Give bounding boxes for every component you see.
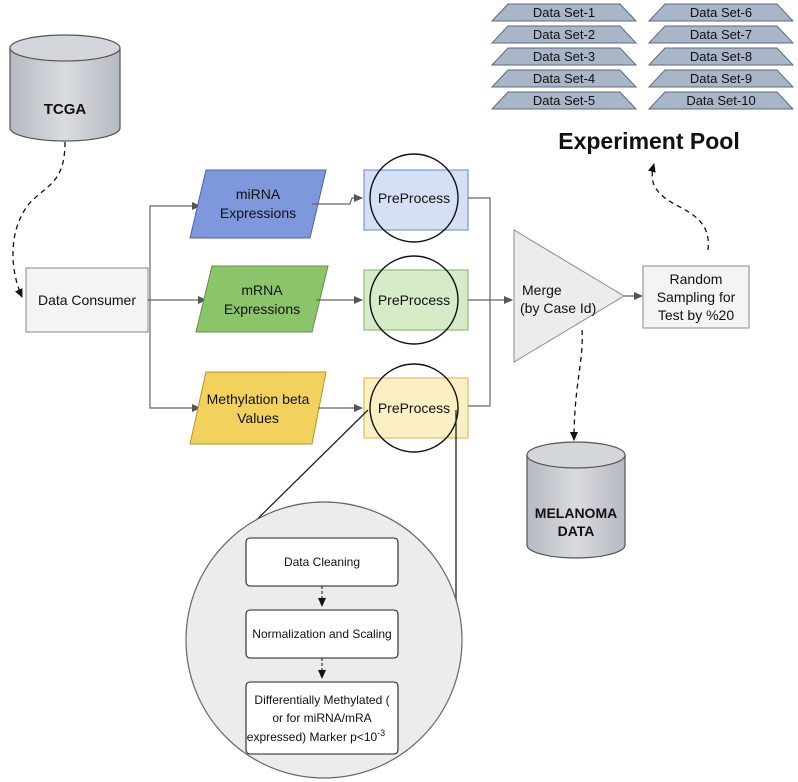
preprocess-mirna-node: PreProcess xyxy=(363,153,469,243)
merge-node: Merge (by Case Id) xyxy=(513,229,625,363)
tcga-label: TCGA xyxy=(44,101,87,118)
mirna-expressions-node: miRNA Expressions xyxy=(189,169,327,239)
preprocess-label: PreProcess xyxy=(378,400,450,416)
merge-label-line2: (by Case Id) xyxy=(520,300,596,316)
merge-to-melanoma-arrow xyxy=(570,329,583,441)
dataset-label: Data Set-1 xyxy=(533,5,595,20)
data-to-preprocess-arrows xyxy=(312,194,363,412)
dataset-label: Data Set-7 xyxy=(690,27,752,42)
consumer-branches xyxy=(148,202,207,412)
tcga-database-icon: TCGA xyxy=(9,34,121,142)
preprocess-label: PreProcess xyxy=(378,292,450,308)
tcga-to-consumer-arrow xyxy=(12,141,66,298)
mrna-label-line1: mRNA xyxy=(241,282,283,298)
step-marker-line3: expressed) Marker p<10-3 xyxy=(247,728,385,744)
dataset-label: Data Set-2 xyxy=(533,27,595,42)
dataset-right-4: Data Set-9 xyxy=(647,69,795,88)
methylation-label-line2: Values xyxy=(237,410,279,426)
step-differential-marker xyxy=(245,681,399,755)
step-data-cleaning-label: Data Cleaning xyxy=(284,555,360,569)
step-marker-line2: or for miRNA/mRA xyxy=(272,711,371,725)
dataset-label: Data Set-9 xyxy=(690,71,752,86)
methylation-values-node: Methylation beta Values xyxy=(189,371,327,445)
random-label-line2: Sampling for xyxy=(657,289,736,305)
mirna-label-line1: miRNA xyxy=(236,186,281,202)
dataset-right-5: Data Set-10 xyxy=(647,91,795,110)
methylation-label-line1: Methylation beta xyxy=(207,391,310,407)
random-label-line3: Test by %20 xyxy=(658,307,734,323)
random-sampling-node: Random Sampling for Test by %20 xyxy=(642,265,750,329)
merge-label-line1: Merge xyxy=(522,282,562,298)
dataset-right-2: Data Set-7 xyxy=(647,25,795,44)
melanoma-label-line1: MELANOMA xyxy=(535,505,617,521)
preprocess-methylation-node: PreProcess xyxy=(363,363,469,453)
dataset-left-2: Data Set-2 xyxy=(490,25,638,44)
preprocess-mrna-node: PreProcess xyxy=(363,255,469,345)
step-normalization-label: Normalization and Scaling xyxy=(252,627,391,641)
dataset-right-1: Data Set-6 xyxy=(647,3,795,22)
dataset-label: Data Set-3 xyxy=(533,49,595,64)
dataset-label: Data Set-10 xyxy=(686,93,755,108)
preprocess-to-merge-arrows xyxy=(468,197,513,407)
dataset-right-3: Data Set-8 xyxy=(647,47,795,66)
preprocess-detail: Data Cleaning Normalization and Scaling … xyxy=(185,501,463,779)
step-marker-line1: Differentially Methylated ( xyxy=(254,693,389,707)
experiment-pool-title: Experiment Pool xyxy=(558,128,739,154)
melanoma-database-icon: MELANOMA DATA xyxy=(526,441,626,559)
preprocess-label: PreProcess xyxy=(378,190,450,206)
dataset-label: Data Set-5 xyxy=(533,93,595,108)
data-consumer-node: Data Consumer xyxy=(25,267,149,333)
step-marker-exponent: -3 xyxy=(377,728,385,738)
dataset-label: Data Set-6 xyxy=(690,5,752,20)
mrna-label-line2: Expressions xyxy=(224,301,300,317)
mirna-label-line2: Expressions xyxy=(220,205,296,221)
sampling-to-pool-arrow xyxy=(647,163,709,251)
dataset-label: Data Set-8 xyxy=(690,49,752,64)
step-marker-line3-text: expressed) Marker p<10 xyxy=(247,730,378,744)
data-consumer-label: Data Consumer xyxy=(38,292,136,308)
melanoma-label-line2: DATA xyxy=(558,523,595,539)
dataset-left-4: Data Set-4 xyxy=(490,69,638,88)
mrna-expressions-node: mRNA Expressions xyxy=(195,265,329,333)
dataset-left-3: Data Set-3 xyxy=(490,47,638,66)
dataset-label: Data Set-4 xyxy=(533,71,595,86)
dataset-left-5: Data Set-5 xyxy=(490,91,638,110)
random-label-line1: Random xyxy=(670,271,723,287)
dataset-left-1: Data Set-1 xyxy=(490,3,638,22)
experiment-pool: Data Set-1 Data Set-2 Data Set-3 Data Se… xyxy=(490,3,795,154)
